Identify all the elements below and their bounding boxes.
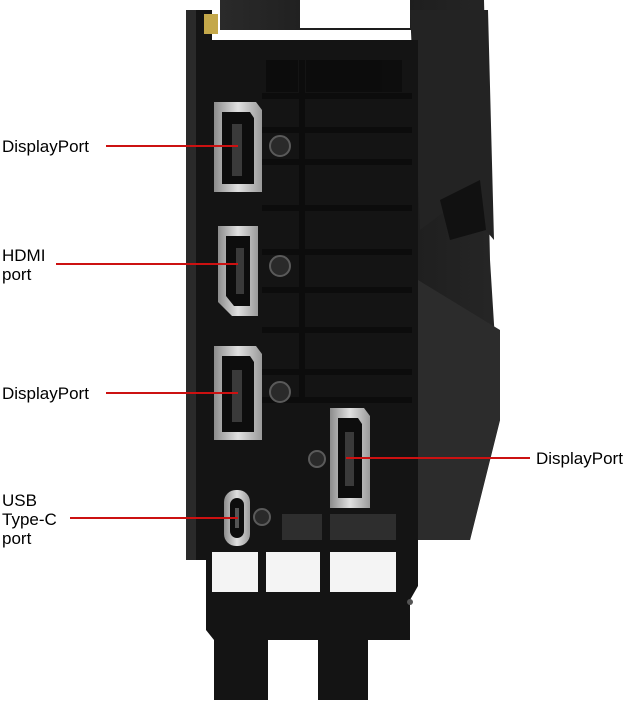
label-hdmi-line-1: HDMI xyxy=(2,246,46,265)
label-displayport-middle: DisplayPort xyxy=(2,384,89,403)
bracket-screws xyxy=(253,135,326,526)
label-usb-line-3: port xyxy=(2,529,32,548)
label-hdmi-port: HDMI port xyxy=(2,246,45,284)
label-usb-type-c-port: USB Type-C port xyxy=(2,491,57,548)
label-displayport-middle-text: DisplayPort xyxy=(2,384,89,403)
leader-lines xyxy=(56,145,530,519)
label-displayport-top: DisplayPort xyxy=(2,137,89,156)
label-displayport-top-text: DisplayPort xyxy=(2,137,89,156)
label-hdmi-line-2: port xyxy=(2,265,32,284)
cooler-shroud xyxy=(220,0,500,540)
label-usb-line-1: USB xyxy=(2,491,37,510)
label-displayport-right: DisplayPort xyxy=(536,449,623,468)
label-usb-line-2: Type-C xyxy=(2,510,57,529)
label-displayport-right-text: DisplayPort xyxy=(536,449,623,468)
hdmi-connector xyxy=(218,226,258,316)
